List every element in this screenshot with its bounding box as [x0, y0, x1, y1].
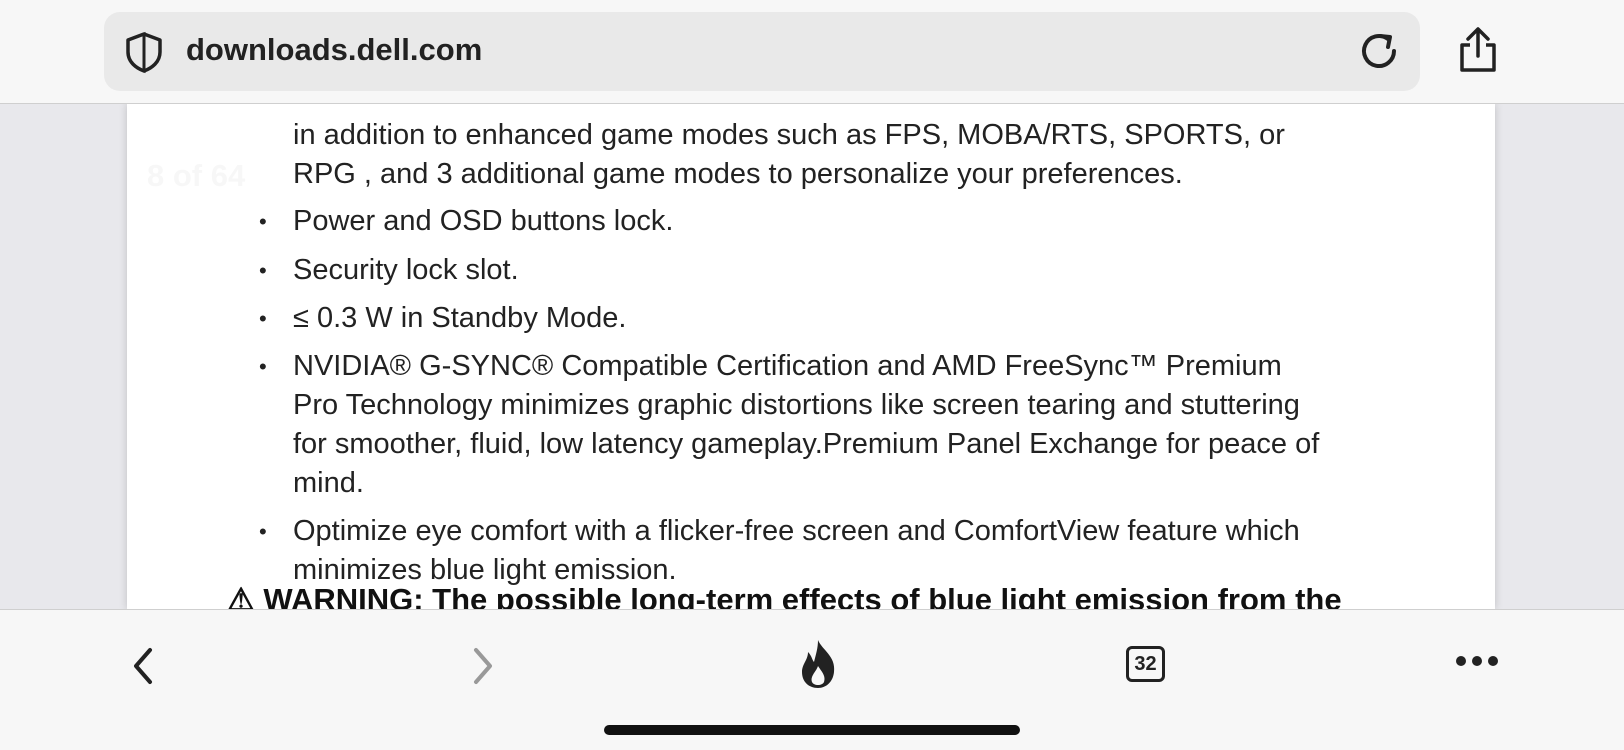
more-icon[interactable] — [1454, 654, 1500, 668]
text-line: NVIDIA® G-SYNC® Compatible Certification… — [293, 350, 1282, 382]
bullet-icon: • — [259, 519, 267, 544]
flame-icon[interactable] — [796, 638, 840, 690]
bullet-icon: • — [259, 306, 267, 331]
bullet-icon: • — [259, 209, 267, 234]
text-line: mind. — [293, 467, 364, 499]
home-indicator[interactable] — [604, 725, 1020, 735]
bullet-icon: • — [259, 354, 267, 379]
text-line: Pro Technology minimizes graphic distort… — [293, 389, 1300, 421]
browser-top-bar: downloads.dell.com — [0, 0, 1624, 104]
text-line: ≤ 0.3 W in Standby Mode. — [293, 302, 627, 334]
text-line: in addition to enhanced game modes such … — [293, 119, 1285, 151]
tabs-button[interactable]: 32 — [1126, 646, 1165, 682]
text-line: Optimize eye comfort with a flicker-free… — [293, 515, 1300, 547]
document-page: 8 of 64 in addition to enhanced game mod… — [127, 104, 1495, 609]
shield-icon[interactable] — [122, 30, 166, 74]
page-indicator: 8 of 64 — [147, 158, 246, 193]
text-line: minimizes blue light emission. — [293, 554, 677, 586]
text-line: Security lock slot. — [293, 254, 519, 286]
reload-icon[interactable] — [1356, 28, 1402, 74]
text-line: Power and OSD buttons lock. — [293, 205, 674, 237]
address-bar[interactable]: downloads.dell.com — [104, 12, 1420, 91]
text-line: RPG , and 3 additional game modes to per… — [293, 158, 1183, 190]
forward-chevron-icon[interactable] — [468, 644, 498, 688]
browser-bottom-bar: 32 — [0, 609, 1624, 750]
bullet-icon: • — [259, 258, 267, 283]
text-line: for smoother, fluid, low latency gamepla… — [293, 428, 1320, 460]
url-text[interactable]: downloads.dell.com — [186, 32, 483, 67]
back-chevron-icon[interactable] — [128, 644, 158, 688]
warning-text: ⚠ WARNING: The possible long-term effect… — [227, 582, 1342, 609]
share-icon[interactable] — [1456, 26, 1500, 74]
